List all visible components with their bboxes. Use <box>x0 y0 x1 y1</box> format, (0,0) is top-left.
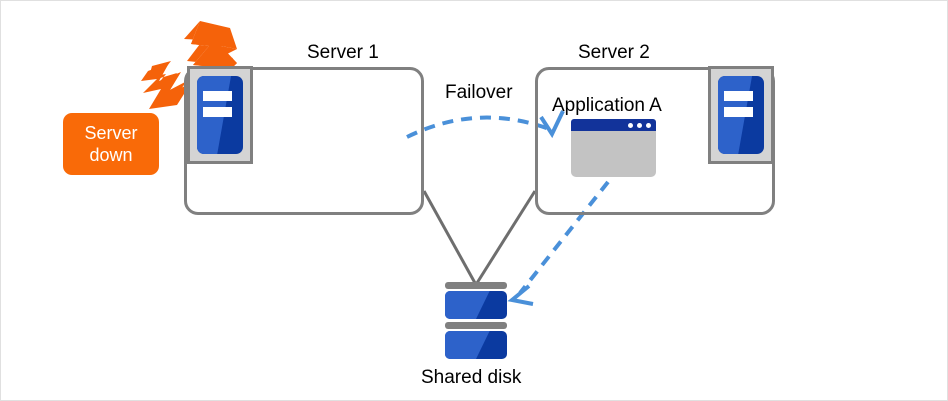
disk-platter <box>445 291 507 319</box>
server1-unit-icon <box>187 66 253 164</box>
disk-cap <box>445 282 507 289</box>
connector-server2-to-disk <box>475 190 537 284</box>
app-window-body <box>571 131 656 177</box>
shared-disk-label: Shared disk <box>421 367 522 388</box>
server-slot-bar <box>203 90 232 101</box>
server-chassis <box>718 76 764 154</box>
disk-stack-icon <box>445 282 507 360</box>
app-window-icon <box>571 119 656 177</box>
disk-access-arrow-head <box>507 284 534 306</box>
window-dot-icon <box>628 122 633 128</box>
app-window-titlebar <box>571 119 656 131</box>
connector-server1-to-disk <box>422 190 477 284</box>
server-down-badge: Server down <box>63 113 159 175</box>
window-dot-icon <box>646 122 651 128</box>
server-slot-bar <box>203 107 232 118</box>
disk-cap <box>445 322 507 329</box>
failover-arrow-head <box>539 110 565 139</box>
server-down-badge-line1: Server <box>84 122 138 143</box>
server-chassis <box>197 76 243 154</box>
server2-unit-icon <box>708 66 774 164</box>
server-slot-bar <box>724 107 753 118</box>
server-slot-bar <box>724 90 753 101</box>
server1-box <box>184 67 424 215</box>
failover-arrow-shaft <box>406 115 553 139</box>
server1-label: Server 1 <box>307 42 379 63</box>
server-down-badge-line2: down <box>89 145 133 165</box>
disk-platter <box>445 331 507 359</box>
failover-label: Failover <box>445 82 513 103</box>
disk-access-arrow-shaft <box>518 180 610 295</box>
server2-label: Server 2 <box>578 42 650 63</box>
window-dot-icon <box>637 122 642 128</box>
application-a-label: Application A <box>552 95 662 116</box>
